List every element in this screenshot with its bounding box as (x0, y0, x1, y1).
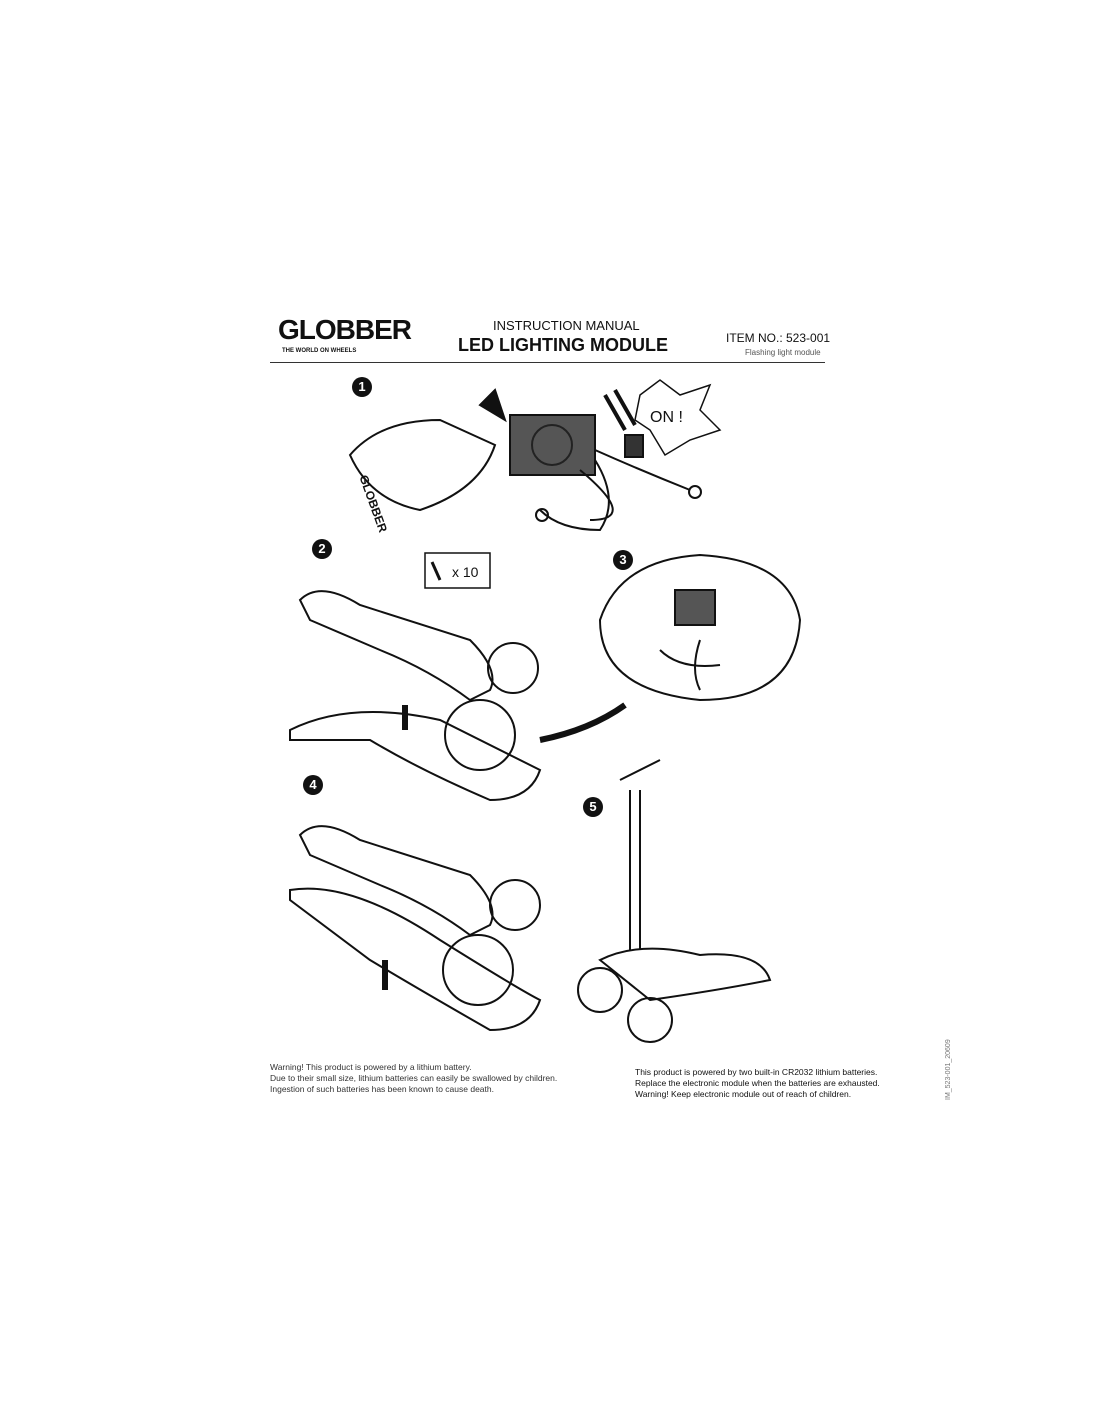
subtitle: Flashing light module (745, 348, 821, 357)
document-code: IM_523-001_20609 (945, 1039, 952, 1100)
bag-label: GLOBBER (356, 473, 390, 534)
battery-info: This product is powered by two built-in … (635, 1067, 880, 1100)
step-1-badge: 1 (352, 377, 372, 397)
item-number: ITEM NO.: 523-001 (726, 331, 831, 345)
brand-logo: GLOBBER (278, 314, 412, 345)
battery-warning: Warning! This product is powered by a li… (270, 1062, 557, 1095)
screw-count: x 10 (452, 564, 479, 580)
info-line: This product is powered by two built-in … (635, 1067, 878, 1077)
header-rule (270, 362, 825, 363)
step-3-badge: 3 (613, 550, 633, 570)
step1-illustration (348, 379, 722, 532)
doc-type: INSTRUCTION MANUAL (493, 318, 640, 333)
warning-line: Warning! This product is powered by a li… (270, 1062, 472, 1072)
info-line: Warning! Keep electronic module out of r… (635, 1089, 852, 1099)
step-4-badge: 4 (303, 775, 323, 795)
step2-deck (289, 590, 627, 802)
step3-module (598, 553, 802, 702)
step-2-badge: 2 (312, 539, 332, 559)
warning-line: Due to their small size, lithium batteri… (270, 1073, 558, 1083)
step5-scooter (577, 759, 772, 1043)
page-title: LED LIGHTING MODULE (458, 335, 668, 355)
step4-deck (289, 825, 542, 1032)
brand-tagline: THE WORLD ON WHEELS (282, 348, 357, 354)
on-callout: ON ! (650, 409, 683, 426)
warning-line: Ingestion of such batteries has been kno… (270, 1084, 494, 1094)
info-line: Replace the electronic module when the b… (635, 1078, 880, 1088)
step-5-badge: 5 (583, 797, 603, 817)
